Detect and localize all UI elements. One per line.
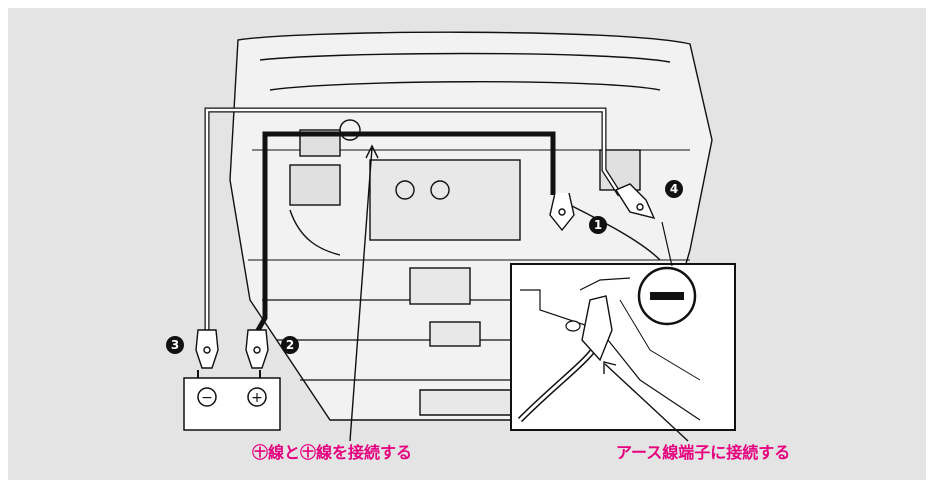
clamp-negative-car [614,183,656,220]
booster-battery: − + [183,370,281,431]
caption-leaders [349,144,689,442]
caption-connect-plus: ㊉線と㊉線を接続する [252,443,413,462]
plus-terminal-icon [247,387,267,407]
minus-terminal-symbol: − [201,390,213,406]
badge-four: 4 [665,180,683,198]
minus-terminal-icon [197,387,217,407]
clamp-negative-battery [195,329,219,369]
ground-terminal-inset [510,221,736,431]
positive-jumper-cable [254,131,556,334]
caption-connect-ground: アース線端子に接続する [616,443,791,462]
badge-two: 2 [281,336,299,354]
negative-jumper-cable [204,107,623,332]
plus-terminal-symbol: + [251,390,263,406]
badge-three: 3 [166,336,184,354]
clamp-positive-car [549,192,575,232]
badge-one: 1 [589,216,607,234]
clamp-positive-battery [245,329,269,369]
